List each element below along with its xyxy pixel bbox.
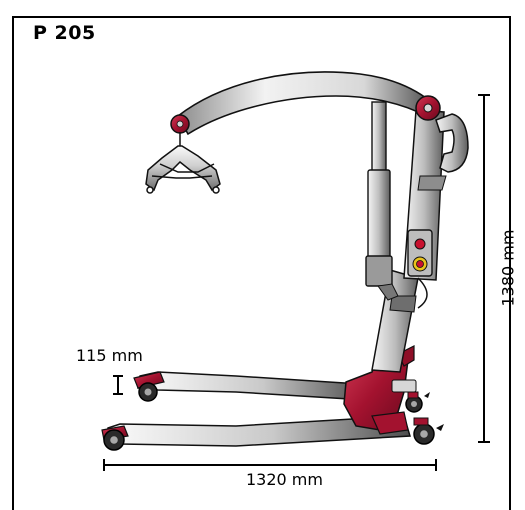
push-handle — [435, 113, 469, 173]
lower-clearance-marker — [113, 375, 123, 395]
diagram-frame — [12, 16, 511, 510]
lift-actuator — [365, 101, 399, 301]
front-left-caster — [138, 382, 158, 402]
lower-clearance-label: 115 mm — [76, 346, 143, 365]
hand-control-cable — [417, 277, 428, 309]
rear-right-caster — [413, 417, 444, 445]
width-dimension-line — [103, 459, 437, 471]
overall-width-label: 1320 mm — [246, 470, 323, 489]
boom-arm — [170, 71, 441, 136]
rear-left-caster — [405, 391, 430, 413]
front-right-caster — [103, 429, 125, 451]
height-dimension-line — [478, 94, 490, 443]
upper-base-leg — [133, 371, 368, 401]
overall-height-label: 1380 mm — [498, 229, 518, 307]
spreader-bar — [145, 132, 221, 194]
control-panel — [407, 229, 433, 277]
model-title: P 205 — [33, 22, 96, 44]
